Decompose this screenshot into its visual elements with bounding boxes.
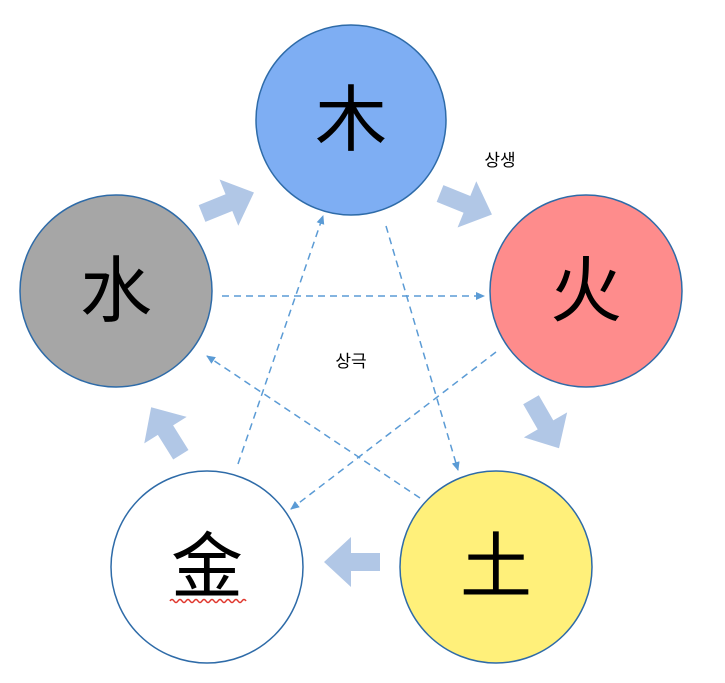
element-fire: 火 xyxy=(489,194,683,388)
overcoming-label: 상극 xyxy=(335,352,366,372)
element-wood: 木 xyxy=(255,24,447,216)
wood-glyph: 木 xyxy=(315,78,387,162)
metal-circle xyxy=(110,470,304,664)
water-glyph: 水 xyxy=(80,249,152,333)
wood-circle xyxy=(255,24,447,216)
generating-label: 상생 xyxy=(484,151,515,171)
water-circle xyxy=(19,194,213,388)
spellcheck-underline xyxy=(169,598,247,604)
overcoming-arrow-earth-to-water xyxy=(206,355,421,499)
generating-arrow-wood-to-fire xyxy=(436,181,492,228)
fire-glyph: 火 xyxy=(550,249,622,333)
generating-arrow-metal-to-water xyxy=(144,407,189,460)
earth-glyph: 土 xyxy=(460,525,532,609)
overcoming-arrow-metal-to-wood xyxy=(237,215,325,465)
metal-glyph: 金 xyxy=(171,525,243,609)
generating-arrow-fire-to-earth xyxy=(523,395,568,449)
overcoming-arrow-wood-to-earth xyxy=(385,225,460,471)
fire-circle xyxy=(489,194,683,388)
element-earth: 土 xyxy=(399,470,593,664)
overcoming-arrows xyxy=(206,215,497,510)
element-water: 水 xyxy=(19,194,213,388)
generating-arrow-earth-to-metal xyxy=(324,537,380,587)
generating-arrow-water-to-wood xyxy=(198,179,254,226)
element-metal: 金 xyxy=(110,470,304,664)
earth-circle xyxy=(399,470,593,664)
generating-arrows xyxy=(144,179,568,587)
